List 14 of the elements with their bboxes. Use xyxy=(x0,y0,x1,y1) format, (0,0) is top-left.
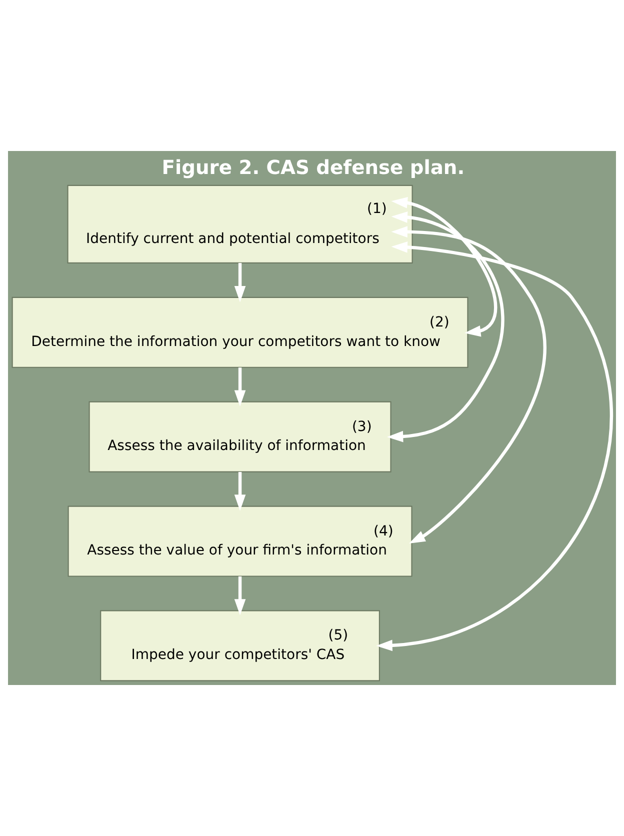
arrow xyxy=(391,197,498,337)
node-box: (5) Impede your competitors' CAS xyxy=(100,610,380,682)
node-box: (4) Assess the value of your firm's information xyxy=(68,506,412,577)
arrow xyxy=(376,241,613,652)
node-box: (3) Assess the availability of information xyxy=(88,401,392,472)
node-box: (1) Identify current and potential competitors xyxy=(67,184,413,264)
node-box: (2) Determine the information your competitors want to know xyxy=(12,296,468,368)
arrow xyxy=(234,368,246,406)
arrow xyxy=(234,472,246,511)
arrow xyxy=(234,576,246,616)
arrow xyxy=(234,262,246,302)
arrow xyxy=(391,226,546,544)
diagram-title: Figure 2. CAS defense plan. xyxy=(162,156,465,180)
arrow xyxy=(386,212,504,442)
